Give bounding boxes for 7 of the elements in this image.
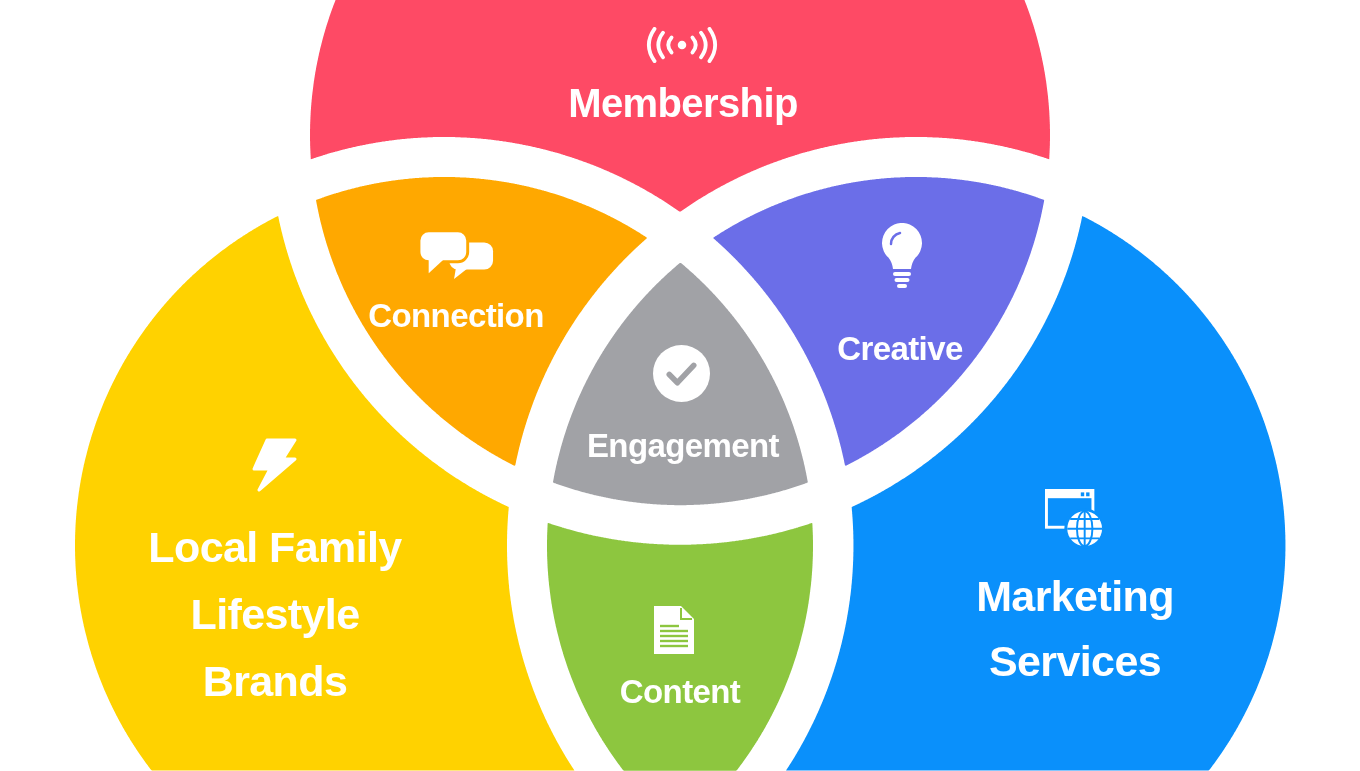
region-label: Membership	[567, 80, 799, 127]
region-label: Content	[618, 672, 742, 712]
region-label: Connection	[367, 296, 545, 336]
region-label: Marketing Services	[975, 571, 1175, 688]
region-label: Engagement	[585, 426, 780, 466]
region-label: Local Family Lifestyle Brands	[147, 522, 403, 708]
region-label: Creative	[836, 329, 964, 369]
